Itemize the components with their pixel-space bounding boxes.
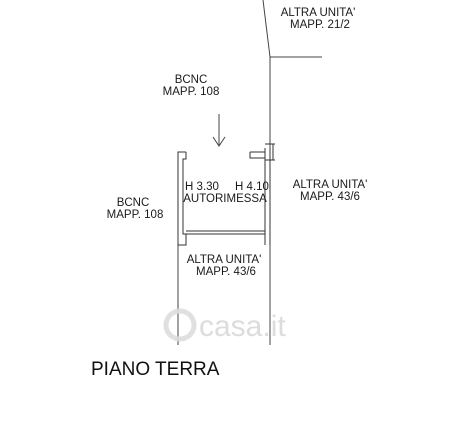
- label-top-right-line2: MAPP. 21/2: [290, 19, 350, 31]
- label-left-line2: MAPP. 108: [107, 209, 164, 221]
- label-left-line1: BCNC: [117, 197, 150, 209]
- garage-walls: [177, 148, 271, 246]
- boundary-diagonal-line: [262, 0, 271, 58]
- room-name: AUTORIMESSA: [183, 193, 267, 205]
- entrance-arrow-icon: [212, 114, 226, 147]
- label-right-line1: ALTRA UNITA': [293, 179, 368, 191]
- label-top-center-line2: MAPP. 108: [163, 86, 220, 98]
- label-top-center-line1: BCNC: [175, 74, 208, 86]
- label-top-right-line1: ALTRA UNITA': [281, 7, 356, 19]
- room-height-left: H 3.30: [185, 181, 219, 193]
- label-right-line2: MAPP. 43/6: [300, 191, 360, 203]
- wall-tick-marks: [265, 143, 275, 161]
- label-bottom-line1: ALTRA UNITA': [187, 254, 262, 266]
- watermark-text: casa.it: [199, 310, 286, 343]
- plan-title: PIANO TERRA: [91, 359, 220, 380]
- watermark-logo: casa.it: [163, 308, 286, 343]
- label-bottom-line2: MAPP. 43/6: [196, 266, 256, 278]
- room-height-right: H 4.10: [235, 181, 269, 193]
